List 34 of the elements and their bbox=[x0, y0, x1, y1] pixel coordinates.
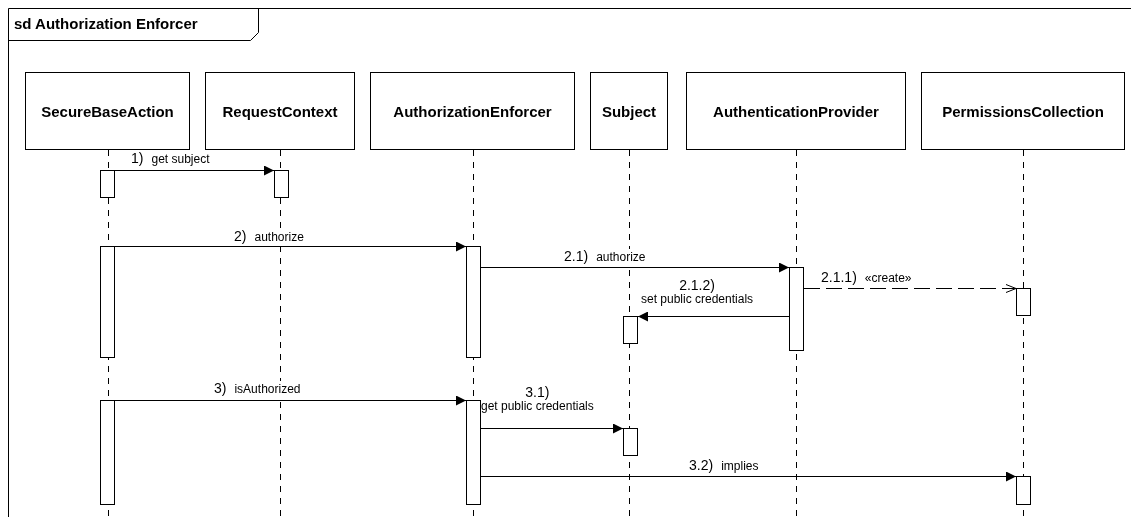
activation-bar bbox=[274, 170, 289, 198]
lifeline-head: Subject bbox=[590, 72, 668, 150]
message-label: 3.2) implies bbox=[688, 458, 760, 473]
message-label: 3) isAuthorized bbox=[213, 381, 302, 396]
message-arrow bbox=[480, 423, 624, 434]
lifeline-head: AuthenticationProvider bbox=[686, 72, 906, 150]
message-arrow bbox=[480, 262, 790, 273]
activation-bar bbox=[623, 428, 638, 456]
activation-bar bbox=[100, 246, 115, 358]
message-label: 2.1.2) set public credentials bbox=[640, 278, 755, 306]
activation-bar bbox=[100, 170, 115, 198]
message-label: 3.1) get public credentials bbox=[480, 385, 595, 413]
message-arrow bbox=[480, 471, 1017, 482]
activation-bar bbox=[100, 400, 115, 505]
activation-bar bbox=[1016, 476, 1031, 505]
message-label: 2.1) authorize bbox=[563, 249, 647, 264]
activation-bar bbox=[623, 316, 638, 344]
message-label: 2.1.1) «create» bbox=[820, 270, 913, 285]
message-label: 2) authorize bbox=[233, 229, 305, 244]
activation-bar bbox=[1016, 288, 1031, 316]
lifeline-head: RequestContext bbox=[205, 72, 355, 150]
lifeline-head: SecureBaseAction bbox=[25, 72, 190, 150]
lifeline-head: PermissionsCollection bbox=[921, 72, 1125, 150]
activation-bar bbox=[466, 246, 481, 358]
lifeline-head: AuthorizationEnforcer bbox=[370, 72, 575, 150]
activation-bar bbox=[466, 400, 481, 505]
message-arrow bbox=[637, 311, 790, 322]
message-label: 1) get subject bbox=[130, 151, 211, 166]
diagram-title: sd Authorization Enforcer bbox=[14, 15, 198, 32]
message-arrow bbox=[114, 165, 275, 176]
message-arrow bbox=[114, 241, 467, 252]
dashed-message-arrow bbox=[803, 284, 1017, 293]
message-arrow bbox=[114, 395, 467, 406]
activation-bar bbox=[789, 267, 804, 351]
